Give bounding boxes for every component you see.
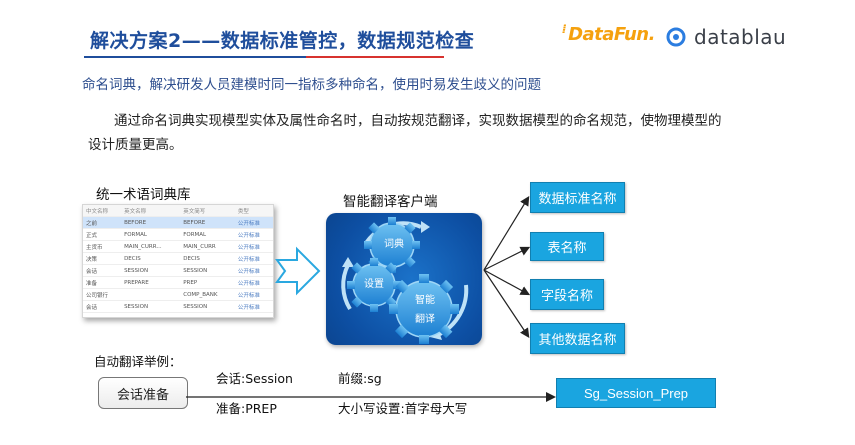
table-cell: 会话: [83, 300, 122, 313]
datafun-logo: ⁞DataFun.: [562, 22, 655, 45]
table-cell: 公开标准: [234, 288, 273, 301]
table-cell: 公开标准: [234, 276, 273, 289]
table-row[interactable]: 主货币 MAIN_CURR... MAIN_CURR 公开标准: [83, 240, 273, 253]
slide-title: 解决方案2——数据标准管控，数据规范检查: [90, 30, 475, 52]
table-row[interactable]: 会话 SESSION SESSION 公开标准: [83, 264, 273, 277]
column-header: 英文简写: [180, 205, 235, 217]
table-cell: FORMAL: [121, 228, 181, 241]
table-row[interactable]: 正式 FORMAL FORMAL 公开标准: [83, 228, 273, 241]
example-case-setting: 大小写设置:首字母大写: [338, 401, 468, 416]
table-row[interactable]: 准备 PREPARE PREP 公开标准: [83, 276, 273, 289]
table-cell: 公开标准: [234, 228, 273, 241]
table-cell: 公开标准: [234, 300, 273, 313]
datafun-logo-text: DataFun.: [568, 24, 655, 45]
example-mapping-session: 会话:Session: [216, 371, 293, 386]
datablau-logo-text: datablau: [694, 25, 787, 49]
translation-client-panel: 词典 设置 智能 翻译: [326, 213, 482, 345]
gear-label-dictionary: 词典: [384, 239, 404, 250]
datafun-dots-icon: ⁞: [562, 22, 567, 36]
table-cell: DECIS: [180, 252, 235, 265]
datablau-logo-icon: [666, 27, 686, 47]
example-result: Sg_Session_Prep: [556, 378, 716, 408]
table-header-row: 中文名称 英文名称 英文简写 类型: [83, 205, 273, 217]
table-row[interactable]: 会话 SESSION SESSION 公开标准: [83, 300, 273, 313]
gear-label-smart: 智能: [415, 295, 435, 306]
table-cell: 准备: [83, 276, 122, 289]
table-cell: PREP: [180, 276, 235, 289]
table-cell: BEFORE: [180, 216, 235, 229]
table-cell: 公开标准: [234, 252, 273, 265]
client-title: 智能翻译客户端: [343, 194, 438, 210]
output-other-name: 其他数据名称: [530, 323, 625, 354]
subtitle: 命名词典，解决研发人员建模时同一指标多种命名，使用时易发生歧义的问题: [82, 77, 541, 93]
fan-out-arrows: [483, 195, 531, 338]
dictionary-title: 统一术语词典库: [96, 187, 191, 203]
description-paragraph: 通过命名词典实现模型实体及属性命名时，自动按规范翻译，实现数据模型的命名规范，使…: [88, 109, 728, 157]
table-cell: 正式: [83, 228, 122, 241]
output-field-name: 字段名称: [530, 279, 604, 310]
table-cell: DECIS: [121, 252, 181, 265]
table-cell: 公开标准: [234, 216, 273, 229]
table-row[interactable]: 之前 BEFORE BEFORE 公开标准: [83, 216, 273, 229]
table-cell: 公司银行: [83, 288, 122, 301]
example-prefix: 前缀:sg: [338, 371, 382, 386]
column-header: 类型: [234, 205, 273, 217]
table-cell: FORMAL: [180, 228, 235, 241]
table-cell: 主货币: [83, 240, 122, 253]
gear-label-settings: 设置: [364, 279, 384, 290]
table-cell: 会话: [83, 264, 122, 277]
gear-label-translate: 翻译: [415, 314, 435, 325]
table-cell: MAIN_CURR: [180, 240, 235, 253]
table-cell: 公开标准: [234, 240, 273, 253]
table-cell: PREPARE: [121, 276, 181, 289]
gears-icon: [341, 217, 469, 344]
table-cell: MAIN_CURR...: [121, 240, 181, 253]
table-cell: SESSION: [180, 264, 235, 277]
output-standard-name: 数据标准名称: [530, 182, 625, 213]
table-cell: 公开标准: [234, 264, 273, 277]
title-underline-red: [306, 56, 444, 58]
table-cell: SESSION: [121, 300, 181, 313]
table-cell: [121, 288, 181, 301]
table-cell: SESSION: [180, 300, 235, 313]
column-header: 英文名称: [121, 205, 181, 217]
table-cell: COMP_BANK: [180, 288, 235, 301]
table-cell: 之前: [83, 216, 122, 229]
column-header: 中文名称: [83, 205, 122, 217]
table-cell: BEFORE: [121, 216, 181, 229]
hollow-right-arrow-icon: [275, 246, 321, 296]
example-source-term: 会话准备: [98, 377, 188, 409]
example-title: 自动翻译举例：: [94, 354, 182, 369]
table-row[interactable]: 公司银行 COMP_BANK 公开标准: [83, 288, 273, 301]
example-mapping-prep: 准备:PREP: [216, 401, 277, 416]
table-cell: 决策: [83, 252, 122, 265]
dictionary-table: 中文名称 英文名称 英文简写 类型 之前 BEFORE BEFORE 公开标准 …: [82, 204, 274, 318]
title-underline-blue: [84, 56, 306, 58]
output-table-name: 表名称: [530, 232, 604, 261]
table-cell: SESSION: [121, 264, 181, 277]
example-arrow: [186, 392, 556, 402]
description-text: 通过命名词典实现模型实体及属性命名时，自动按规范翻译，实现数据模型的命名规范，使…: [88, 113, 722, 153]
table-row[interactable]: 决策 DECIS DECIS 公开标准: [83, 252, 273, 265]
